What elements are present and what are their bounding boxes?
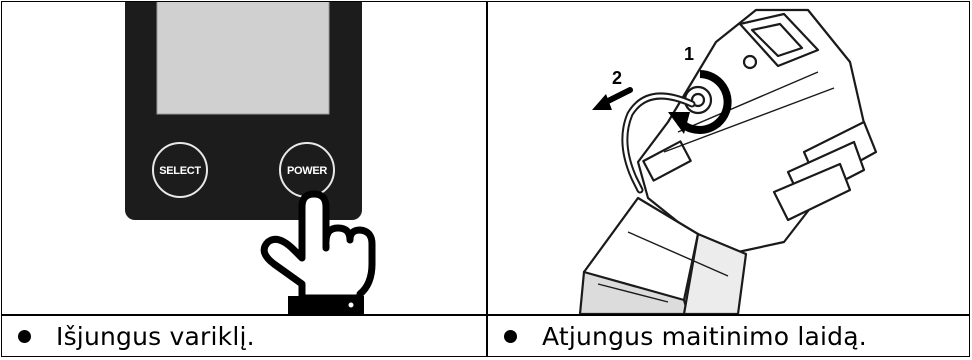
motor-cable-illustration: 1 2 bbox=[488, 2, 970, 314]
select-button-label: SELECT bbox=[159, 165, 201, 177]
motor-housing bbox=[638, 10, 866, 252]
power-button[interactable]: POWER bbox=[280, 143, 334, 197]
step-2-label: 2 bbox=[612, 68, 622, 88]
power-button-label: POWER bbox=[287, 165, 327, 177]
motor-figure: 1 2 bbox=[488, 2, 970, 314]
pull-arrow-icon bbox=[592, 90, 630, 110]
left-caption: Išjungus variklį. bbox=[56, 322, 255, 351]
right-caption: Atjungus maitinimo laidą. bbox=[542, 322, 867, 351]
right-caption-cell: Atjungus maitinimo laidą. bbox=[488, 316, 970, 356]
bullet-icon bbox=[18, 330, 31, 343]
display-screen bbox=[157, 2, 329, 114]
left-caption-cell: Išjungus variklį. bbox=[2, 316, 486, 356]
step-1-label: 1 bbox=[684, 44, 694, 64]
control-panel-figure: SELECT POWER bbox=[2, 2, 486, 314]
bullet-icon bbox=[504, 330, 517, 343]
select-button[interactable]: SELECT bbox=[153, 143, 207, 197]
control-panel-illustration: SELECT POWER bbox=[2, 2, 486, 314]
